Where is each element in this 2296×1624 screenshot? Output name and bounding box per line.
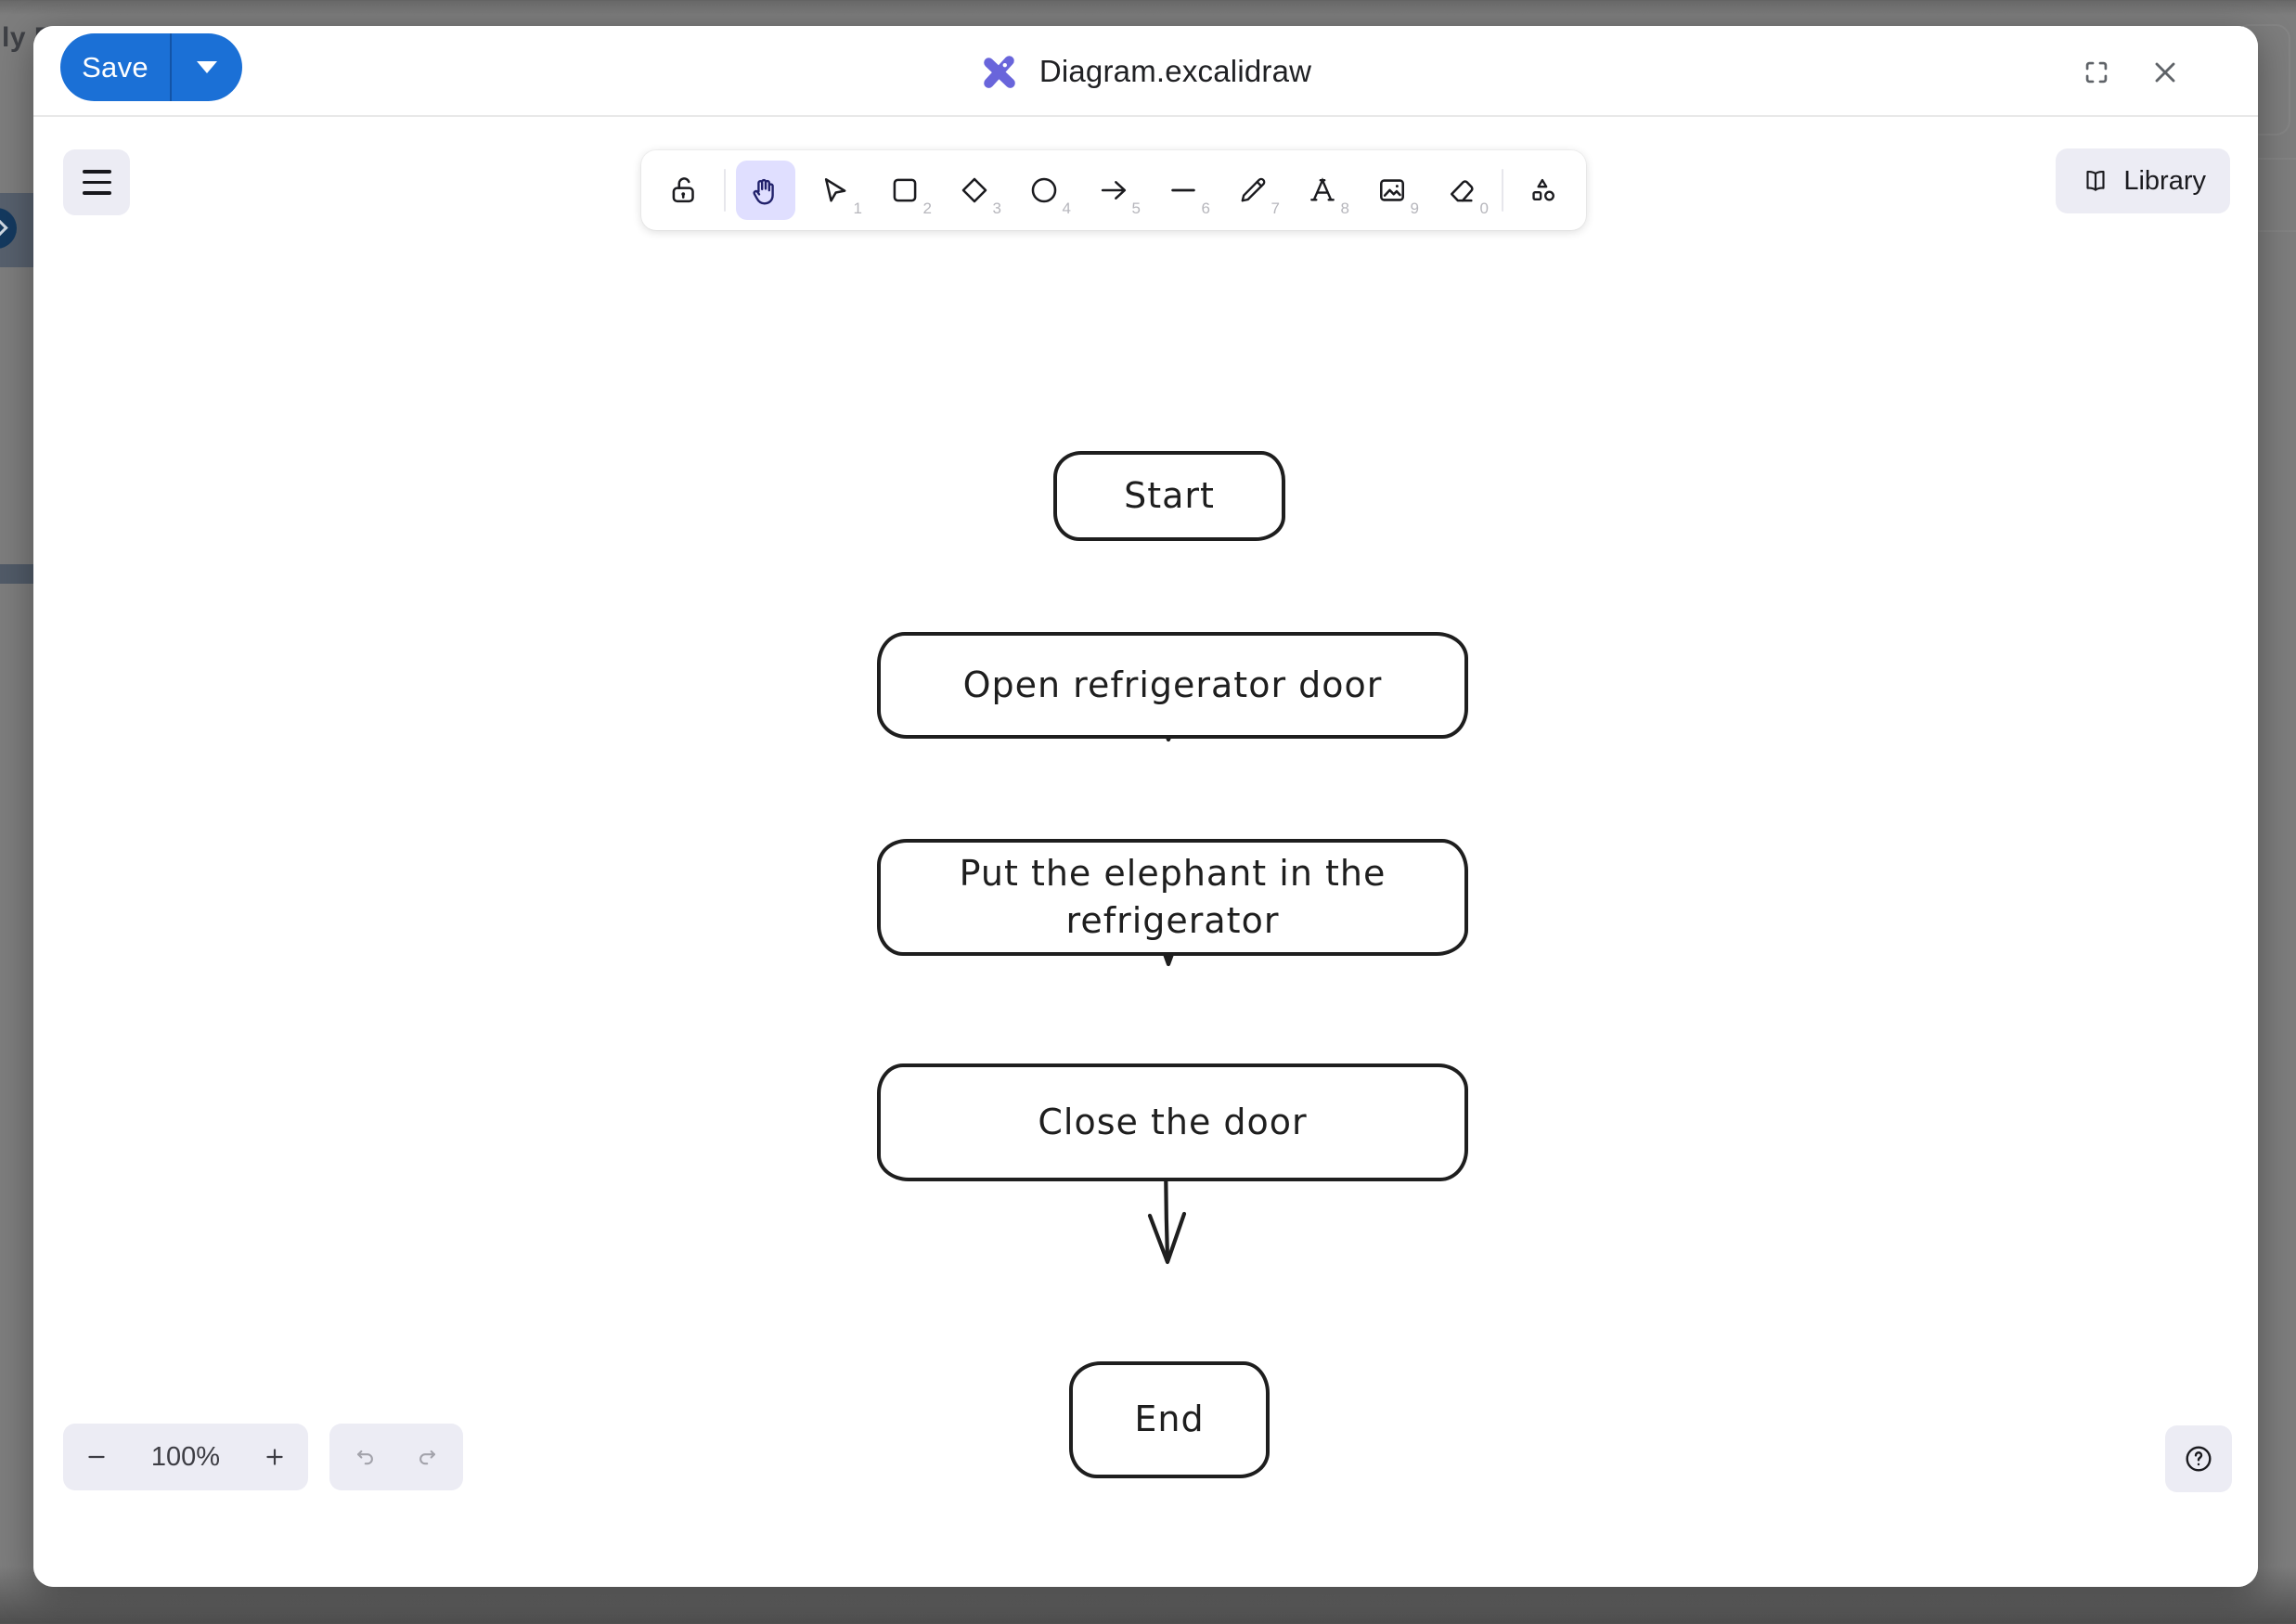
fullscreen-icon — [2085, 61, 2108, 84]
plus-icon — [266, 1449, 283, 1465]
rectangle-tool-button[interactable]: 2 — [875, 161, 935, 220]
eraser-tool-button[interactable]: 0 — [1432, 161, 1491, 220]
tool-shortcut: 3 — [992, 200, 1001, 217]
toolbar-divider — [1502, 169, 1503, 212]
close-button[interactable] — [2141, 48, 2189, 97]
shapes-tool-button[interactable] — [1514, 161, 1573, 220]
image-tool-button[interactable]: 9 — [1362, 161, 1422, 220]
node-label: Close the door — [1038, 1101, 1308, 1142]
zoom-controls: 100% — [63, 1424, 308, 1490]
image-icon — [1380, 179, 1404, 201]
unlock-icon — [672, 177, 694, 203]
excalidraw-logo-icon — [984, 56, 1015, 88]
save-split-button: Save — [60, 33, 242, 101]
background-avatar-fragment — [0, 208, 17, 249]
diamond-tool-button[interactable]: 3 — [945, 161, 1004, 220]
redo-icon — [419, 1450, 436, 1465]
save-options-button[interactable] — [172, 33, 242, 101]
modal-header: Save Diagram.excalidraw — [33, 26, 2258, 117]
zoom-out-button[interactable] — [71, 1431, 123, 1483]
tool-shortcut: 4 — [1062, 200, 1071, 217]
flowchart-node-close-door[interactable]: Close the door — [877, 1063, 1468, 1181]
zoom-level[interactable]: 100% — [150, 1441, 221, 1472]
flowchart-node-open-door[interactable]: Open refrigerator door — [877, 632, 1468, 739]
toolbar-divider — [724, 169, 726, 212]
tool-shortcut: 5 — [1131, 200, 1141, 217]
flowchart-node-end[interactable]: End — [1069, 1361, 1270, 1478]
tool-island: 1 2 3 4 5 — [641, 150, 1586, 230]
library-button-label: Library — [2123, 165, 2206, 196]
tool-shortcut: 1 — [853, 200, 862, 217]
eraser-icon — [1450, 180, 1474, 202]
close-icon — [2155, 62, 2175, 83]
hand-tool-button[interactable] — [736, 161, 795, 220]
main-menu-button[interactable] — [63, 149, 130, 215]
excalidraw-editor-modal: Save Diagram.excalidraw — [33, 26, 2258, 1587]
redo-button[interactable] — [401, 1431, 453, 1483]
tool-shortcut: 9 — [1410, 200, 1419, 217]
save-button-label: Save — [82, 50, 148, 84]
background-app-fragment — [0, 564, 33, 584]
tool-shortcut: 2 — [922, 200, 932, 217]
tool-shortcut: 0 — [1479, 200, 1489, 217]
pencil-icon — [1241, 177, 1266, 202]
book-icon — [2086, 170, 2105, 191]
cursor-icon — [824, 178, 846, 202]
question-mark-icon — [2186, 1446, 2212, 1472]
library-button[interactable]: Library — [2056, 148, 2230, 213]
help-button[interactable] — [2165, 1425, 2232, 1492]
tool-shortcut: 8 — [1340, 200, 1349, 217]
minus-icon — [88, 1455, 105, 1459]
node-label: Open refrigerator door — [962, 664, 1383, 705]
ellipse-icon — [1031, 177, 1057, 203]
text-icon — [1310, 177, 1335, 201]
arrow-icon — [1101, 181, 1127, 200]
draw-tool-button[interactable]: 7 — [1223, 161, 1283, 220]
flowchart-node-start[interactable]: Start — [1053, 451, 1285, 541]
drawing-canvas[interactable]: Start Open refrigerator door Put the ele… — [33, 119, 2258, 1587]
tool-shortcut: 7 — [1271, 200, 1280, 217]
lock-tool-button[interactable] — [654, 161, 714, 220]
file-title: Diagram.excalidraw — [1038, 54, 1312, 88]
line-icon — [1171, 188, 1195, 192]
undo-button[interactable] — [340, 1431, 392, 1483]
fullscreen-button[interactable] — [2072, 48, 2121, 97]
flowchart-node-put-elephant[interactable]: Put the elephant in the refrigerator — [877, 839, 1468, 956]
arrow-tool-button[interactable]: 5 — [1084, 161, 1143, 220]
hand-icon — [753, 178, 774, 205]
node-label: End — [1134, 1398, 1205, 1440]
node-label: Start — [1124, 474, 1215, 516]
file-title-area: Diagram.excalidraw — [33, 26, 2258, 117]
undo-icon — [356, 1450, 373, 1465]
rectangle-icon — [893, 178, 917, 202]
ellipse-tool-button[interactable]: 4 — [1014, 161, 1074, 220]
diamond-icon — [961, 177, 987, 203]
tool-shortcut: 6 — [1201, 200, 1210, 217]
history-controls — [329, 1424, 463, 1490]
selection-tool-button[interactable]: 1 — [806, 161, 865, 220]
zoom-in-button[interactable] — [249, 1431, 301, 1483]
chevron-down-icon — [197, 61, 217, 73]
save-button[interactable]: Save — [60, 33, 172, 101]
node-label: Put the elephant in the refrigerator — [959, 852, 1387, 941]
hamburger-menu-icon — [82, 170, 111, 195]
line-tool-button[interactable]: 6 — [1154, 161, 1213, 220]
shapes-icon — [1532, 178, 1554, 201]
text-tool-button[interactable]: 8 — [1293, 161, 1352, 220]
